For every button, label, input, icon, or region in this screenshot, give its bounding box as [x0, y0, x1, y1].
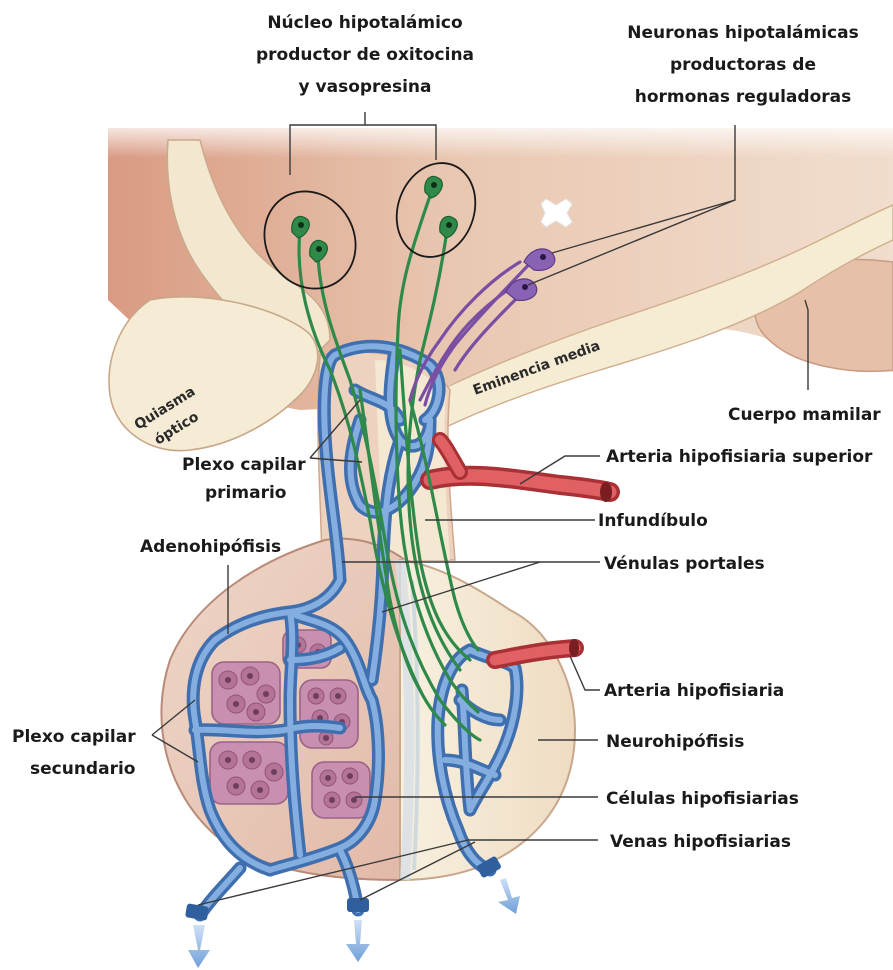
cell-cluster-1: [212, 662, 280, 724]
label-neuronas-line3: hormonas reguladoras: [635, 87, 851, 107]
label-cuerpo-mamilar: Cuerpo mamilar: [728, 405, 881, 425]
label-plexo-primario-line1: Plexo capilar: [182, 455, 306, 475]
label-celulas: Células hipofisiarias: [606, 789, 799, 809]
label-venulas-portales: Vénulas portales: [604, 554, 765, 574]
superior-hypophyseal-artery: [430, 440, 612, 502]
label-nucleo-line2: productor de oxitocina: [256, 45, 474, 65]
cell-cluster-3: [300, 680, 358, 748]
label-neuronas-line1: Neuronas hipotalámicas: [627, 23, 858, 43]
label-plexo-secundario-line2: secundario: [30, 759, 135, 779]
label-arteria-superior: Arteria hipofisiaria superior: [606, 447, 873, 467]
label-nucleo-line1: Núcleo hipotalámico: [267, 13, 462, 33]
cell-cluster-5: [312, 762, 370, 818]
label-arteria-hipofisiaria: Arteria hipofisiaria: [604, 681, 784, 701]
label-infundibulo: Infundíbulo: [598, 511, 708, 531]
label-venas: Venas hipofisiarias: [610, 832, 791, 852]
cell-cluster-4: [210, 742, 288, 804]
label-adenohipofisis: Adenohipófisis: [140, 537, 281, 557]
label-plexo-primario-line2: primario: [205, 483, 286, 503]
label-neurohipofisis: Neurohipófisis: [606, 732, 744, 752]
label-nucleo-line3: y vasopresina: [299, 77, 432, 97]
label-neuronas-line2: productoras de: [670, 55, 816, 75]
label-plexo-secundario-line1: Plexo capilar: [12, 727, 136, 747]
